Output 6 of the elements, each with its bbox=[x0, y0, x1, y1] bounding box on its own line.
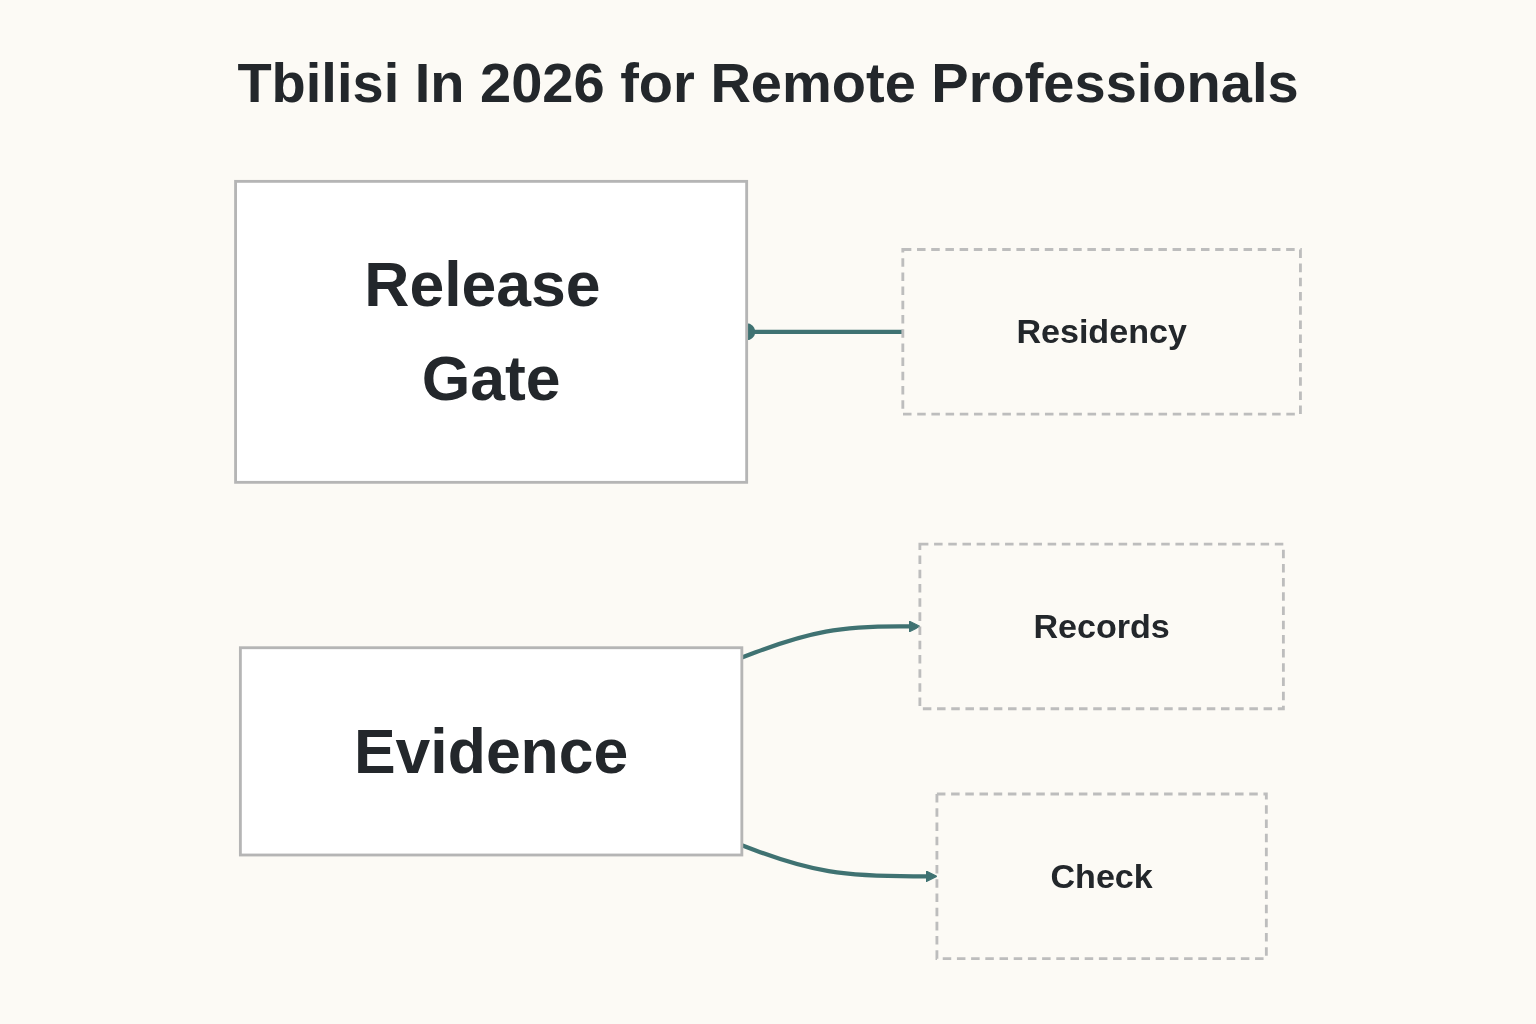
title: Tbilisi In 2026 for Remote Professionals bbox=[236, 50, 1300, 115]
node-box: Evidence bbox=[238, 646, 744, 857]
node-box: Release Gate bbox=[234, 179, 749, 484]
node-box: Records bbox=[918, 542, 1285, 711]
node-box: Check bbox=[935, 792, 1268, 961]
node-box: Residency bbox=[901, 248, 1302, 416]
